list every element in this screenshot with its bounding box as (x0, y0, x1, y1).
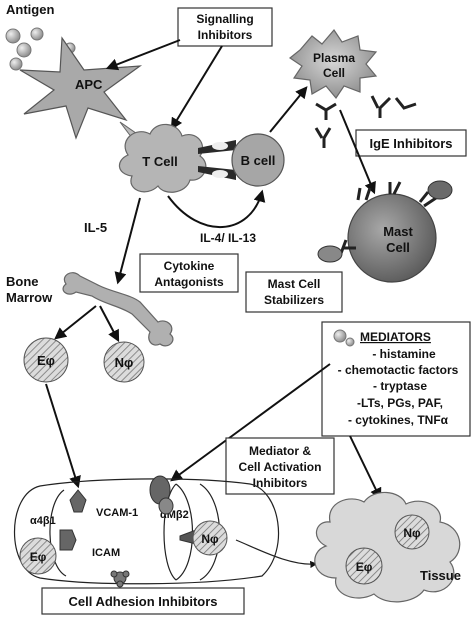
vessel-neutrophil-label: Nφ (201, 532, 219, 546)
t-cell-label: T Cell (142, 154, 177, 169)
arrow-mediators-to-vessel (170, 363, 331, 482)
cytokine-antagonists-box (139, 253, 239, 293)
tissue-eosinophil-label: Eφ (356, 560, 373, 574)
eosinophil-label: Eφ (37, 353, 55, 368)
icam-label: ICAM (92, 547, 120, 559)
transmigrating-cell-cluster (149, 475, 174, 515)
ige-inhibitors-label: IgE Inhibitors (369, 136, 452, 151)
mediator-inhibitors-line2: Cell Activation (239, 460, 322, 474)
arrow-to-tcell (170, 45, 223, 131)
cytokine-antagonists-line1: Cytokine (164, 259, 215, 273)
arrow-to-vessel (45, 383, 81, 489)
vessel-eosinophil (19, 537, 57, 575)
cell-adhesion-inhibitors-box (41, 587, 245, 615)
mediators-title: MEDIATORS (360, 330, 431, 344)
tissue-region (314, 491, 461, 603)
cell-adhesion-inhibitors-label: Cell Adhesion Inhibitors (68, 594, 217, 609)
mediator-item-4: -LTs, PGs, PAF, (357, 396, 443, 410)
mediator-inhibitors-line3: Inhibitors (253, 476, 308, 490)
mediator-inhibitors-line1: Mediator & (249, 444, 311, 458)
mediator-granule-icon (333, 329, 347, 343)
il4-il13-label: IL-4/ IL-13 (200, 231, 256, 245)
mediator-item-5: - cytokines, TNFα (348, 413, 449, 427)
bone-marrow-label-line1: Bone (6, 274, 39, 289)
tcr-receptors (198, 140, 236, 180)
blood-vessel (14, 478, 280, 585)
ige-inhibitors-box (355, 129, 467, 157)
icam-molecule (110, 570, 130, 588)
ige-antibodies (314, 95, 417, 148)
arrow-mediators-to-tissue (349, 435, 382, 501)
tissue-neutrophil (394, 514, 430, 550)
vcam1-label: VCAM-1 (96, 507, 138, 519)
apc-cell (19, 36, 143, 140)
tissue-label: Tissue (420, 568, 461, 583)
apc-label: APC (75, 77, 103, 92)
plasma-cell-label-line1: Plasma (313, 51, 355, 65)
mediator-item-3: - tryptase (373, 379, 427, 393)
il5-label: IL-5 (84, 220, 107, 235)
arrow-to-mast (339, 109, 376, 195)
mast-cell-stabilizers-box (245, 271, 343, 313)
allergen-bound (427, 180, 453, 200)
tissue-neutrophil-label: Nφ (403, 526, 421, 540)
signalling-inhibitors-box (177, 7, 273, 47)
mediator-item-2: - chemotactic factors (338, 363, 459, 377)
vcam1-receptor (69, 489, 87, 513)
arrow-to-apc (105, 39, 181, 71)
mast-stabilizers-line2: Stabilizers (264, 293, 324, 307)
vessel-neutrophil (192, 520, 228, 556)
il4-il13-arrow (167, 189, 266, 229)
neutrophil-cell (103, 341, 145, 383)
mediator-item-1: - histamine (372, 347, 436, 361)
arrow-to-tissue (235, 539, 318, 569)
signalling-inhibitors-line1: Signalling (196, 12, 253, 26)
b-cell (231, 133, 285, 187)
bone-shape (62, 272, 174, 347)
mediator-granule-icon-small (345, 337, 355, 347)
arrow-to-eosinophil (54, 305, 97, 340)
vessel-eosinophil-label: Eφ (30, 550, 47, 564)
antigen-label: Antigen (6, 2, 54, 17)
cytokine-antagonists-line2: Antagonists (154, 275, 224, 289)
a4b1-integrin (59, 529, 77, 551)
il5-arrow (114, 197, 141, 285)
plasma-cell-label-line2: Cell (323, 66, 345, 80)
neutrophil-label: Nφ (115, 355, 134, 370)
mast-cell (347, 193, 437, 283)
a4b1-label: α4β1 (30, 515, 56, 527)
plasma-cell (288, 29, 378, 100)
bone-marrow-label-line2: Marrow (6, 290, 53, 305)
eosinophil-cell (23, 337, 69, 383)
tissue-eosinophil (345, 547, 383, 585)
mast-stabilizer-molecule (317, 245, 343, 263)
arrow-to-neutrophil (99, 305, 120, 343)
arrow-to-plasma (269, 86, 308, 133)
mediator-activation-inhibitors-box (225, 437, 335, 495)
mast-cell-label-line1: Mast (383, 224, 413, 239)
b-cell-label: B cell (241, 153, 276, 168)
signalling-inhibitors-line2: Inhibitors (198, 28, 253, 42)
mast-stabilizers-line1: Mast Cell (268, 277, 321, 291)
mast-cell-label-line2: Cell (386, 240, 410, 255)
